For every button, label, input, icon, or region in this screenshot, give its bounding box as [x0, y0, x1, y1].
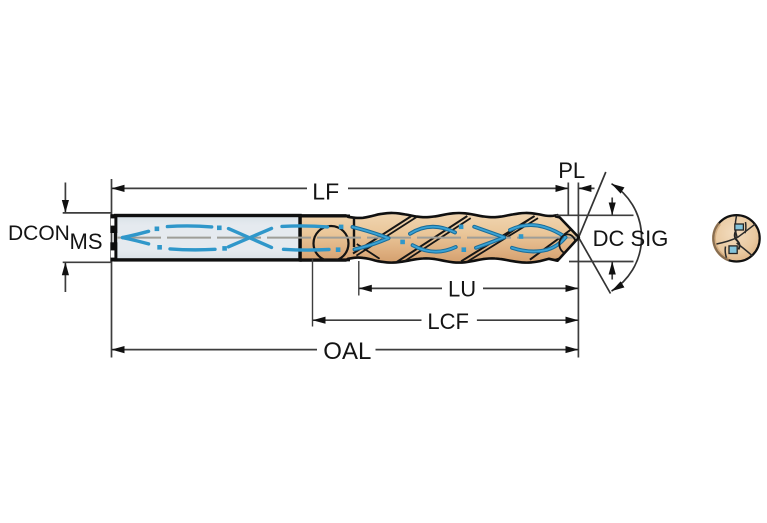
svg-text:OAL: OAL — [323, 338, 371, 365]
svg-text:MS: MS — [70, 229, 103, 254]
svg-text:LU: LU — [448, 277, 476, 302]
svg-text:LF: LF — [312, 179, 339, 205]
svg-text:DCON: DCON — [8, 222, 70, 245]
svg-text:DC SIG: DC SIG — [593, 226, 669, 251]
svg-text:LCF: LCF — [427, 309, 469, 334]
svg-text:PL: PL — [558, 158, 585, 183]
